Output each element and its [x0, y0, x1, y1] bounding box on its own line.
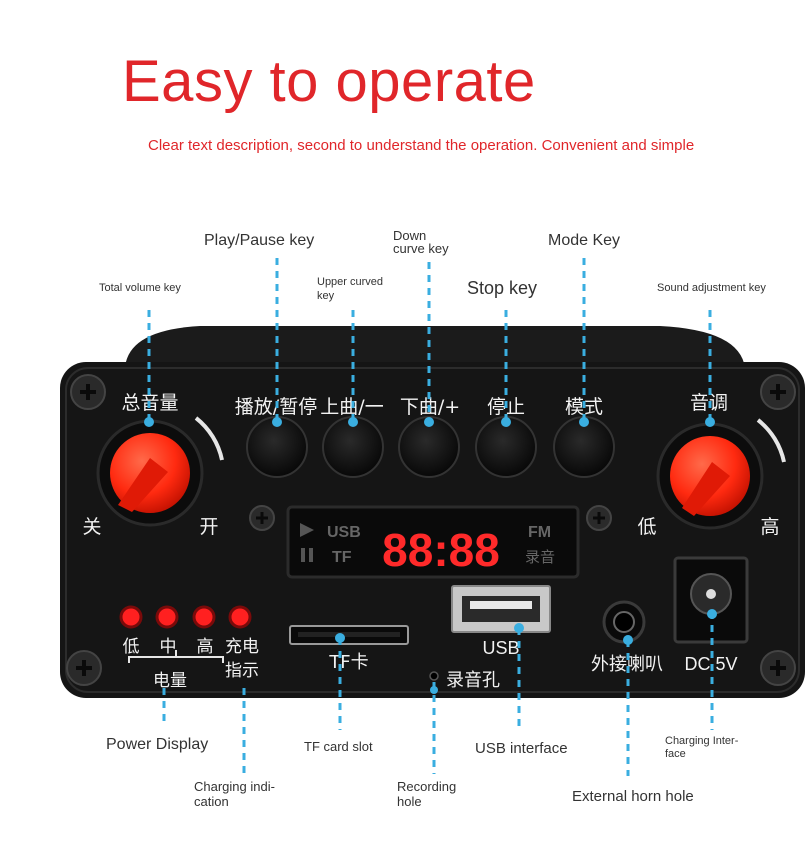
charge-label-1: 充电: [225, 637, 259, 657]
record-hole-label: 录音孔: [446, 670, 500, 691]
led-high-label: 高: [197, 637, 214, 657]
page-subtitle: Clear text description, second to unders…: [148, 137, 695, 154]
tf-card-label: TF卡: [328, 652, 368, 673]
screw-icon: [760, 650, 796, 686]
tone-high-label: 高: [760, 516, 779, 538]
callout-recording-1: Recording: [397, 779, 457, 794]
off-label: 关: [82, 516, 101, 538]
callout-total-volume: Total volume key: [99, 282, 181, 294]
battery-label: 电量: [153, 671, 187, 691]
callout-play-pause: Play/Pause key: [204, 232, 315, 249]
callout-charging-interface-1: Charging Inter-: [665, 735, 739, 747]
callout-down-curve-1: Down: [393, 228, 427, 243]
led-low: [119, 605, 143, 629]
callout-sound-adjust: Sound adjustment key: [657, 282, 766, 294]
callout-upper-curved-2: key: [317, 290, 335, 302]
charge-label-2: 指示: [225, 661, 259, 681]
callout-mode: Mode Key: [548, 232, 621, 249]
screw-icon: [249, 505, 275, 531]
led-low-label: 低: [123, 637, 140, 657]
led-high: [192, 605, 216, 629]
callout-stop: Stop key: [467, 278, 538, 298]
tone-low-label: 低: [637, 516, 656, 538]
ext-speaker-label: 外接喇叭: [591, 654, 663, 675]
led-mid-label: 中: [160, 637, 177, 657]
callout-usb-interface: USB interface: [475, 740, 568, 757]
callout-external-horn: External horn hole: [572, 788, 694, 805]
callout-charging-interface-2: face: [665, 748, 686, 760]
screw-icon: [760, 374, 796, 410]
display-digits: 88:88: [382, 524, 500, 576]
callout-charging-ind-1: Charging indi-: [194, 779, 275, 794]
callout-upper-curved-1: Upper curved: [317, 276, 384, 288]
display-fm: FM: [528, 524, 551, 541]
page-title: Easy to operate: [122, 49, 536, 114]
led-mid: [155, 605, 179, 629]
screw-icon: [66, 650, 102, 686]
callout-recording-2: hole: [397, 794, 422, 809]
pause-indicator-icon: [301, 548, 305, 562]
callout-power-display: Power Display: [106, 736, 209, 753]
callout-lines: [147, 258, 714, 776]
recording-hole: [429, 671, 439, 681]
callout-down-curve-2: curve key: [393, 241, 449, 256]
usb-label: USB: [482, 638, 519, 658]
play-indicator-icon: [300, 523, 314, 537]
display-rec: 录音: [525, 548, 555, 566]
callout-charging-ind-2: cation: [194, 794, 229, 809]
display-usb: USB: [327, 524, 361, 541]
screw-icon: [70, 374, 106, 410]
device-top-shell: [125, 326, 745, 368]
led-display: [286, 505, 580, 579]
on-label: 开: [199, 516, 218, 538]
display-tf: TF: [332, 549, 352, 566]
callout-tf-slot: TF card slot: [304, 739, 373, 754]
led-charge: [228, 605, 252, 629]
screw-icon: [586, 505, 612, 531]
